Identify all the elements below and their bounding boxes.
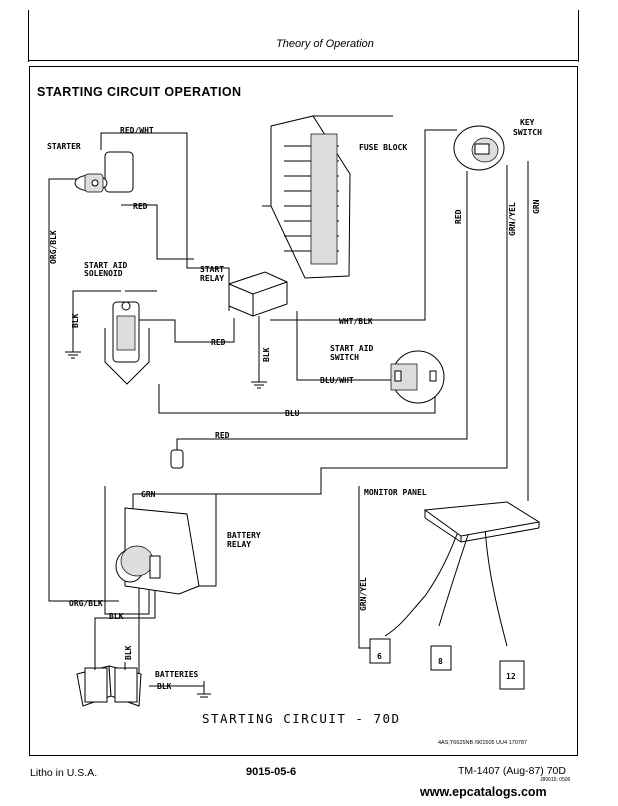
label-blu-wht: BLU/WHT <box>320 376 354 385</box>
monitor-plug-12 <box>499 660 525 690</box>
battery-relay <box>115 507 200 595</box>
label-org-blk-bottom: ORG/BLK <box>69 599 103 608</box>
label-red-relay: RED <box>211 338 226 347</box>
wire-red-key <box>176 171 468 451</box>
label-start-aid-switch-2: SWITCH <box>330 353 359 362</box>
label-start-relay-2: RELAY <box>200 274 224 283</box>
key-switch <box>453 125 505 171</box>
footer-left: Litho in U.S.A. <box>30 767 98 779</box>
section-title: STARTING CIRCUIT OPERATION <box>37 85 242 99</box>
inline-connector <box>170 449 184 469</box>
diagram-caption: STARTING CIRCUIT - 70D <box>202 711 401 726</box>
label-start-relay-1: START <box>200 265 224 274</box>
wire-blu-wht <box>296 311 394 381</box>
label-red-top: RED <box>215 431 230 440</box>
wire-blk-solenoid <box>72 290 121 346</box>
label-plug-8: 8 <box>438 657 443 666</box>
figure-frame <box>29 66 578 756</box>
label-org-blk-left: ORG/BLK <box>49 230 58 264</box>
monitor-plug-6 <box>369 638 391 664</box>
wiring <box>48 115 529 687</box>
start-aid-switch <box>390 350 445 404</box>
label-start-aid-1: START AID <box>84 261 128 270</box>
starting-circuit-diagram: RED/WHT STARTER RED FUSE BLOCK KEY SWITC… <box>47 115 542 726</box>
wire-monitor-6 <box>358 486 389 649</box>
label-plug-12: 12 <box>506 672 516 681</box>
label-starter: STARTER <box>47 142 81 151</box>
header-rule <box>28 60 579 61</box>
label-plug-6: 6 <box>377 652 382 661</box>
label-wht-blk: WHT/BLK <box>339 317 373 326</box>
ground-symbol-batteries <box>197 681 211 698</box>
label-blu: BLU <box>285 409 300 418</box>
wire-blk-bottom <box>94 586 156 666</box>
footer-page-number: 9015-05-6 <box>246 766 297 778</box>
wire-red-starter <box>121 204 194 260</box>
header-title: Theory of Operation <box>276 38 374 50</box>
watermark: www.epcatalogs.com <box>420 785 547 799</box>
footer-code: J89015; 0506 <box>540 777 571 783</box>
monitor-plug-8 <box>430 645 452 671</box>
label-key-2: SWITCH <box>513 128 542 137</box>
fuse-block <box>270 115 351 279</box>
header-left-border <box>28 10 29 62</box>
harness-6 <box>384 523 462 637</box>
label-blk-batteries: BLK <box>157 682 172 691</box>
figure-code: 4AS;T6625NB /901505 UU4 170787 <box>438 740 527 746</box>
label-red-starter: RED <box>133 202 148 211</box>
start-aid-solenoid <box>104 301 150 385</box>
label-start-aid-2: SOLENOID <box>84 269 123 278</box>
harness-8 <box>438 525 472 627</box>
label-grn-battery: GRN <box>141 490 156 499</box>
wire-red-wht <box>100 132 230 311</box>
label-red-key: RED <box>454 209 463 224</box>
harness-12 <box>484 527 508 647</box>
label-blk-bottom: BLK <box>109 612 124 621</box>
label-blk-relay: BLK <box>262 347 271 362</box>
label-red-wht: RED/WHT <box>120 126 154 135</box>
ground-symbol-solenoid <box>65 346 81 359</box>
wire-wht-blk <box>270 129 457 321</box>
label-grn-yel-monitor: GRN/YEL <box>359 577 368 611</box>
start-relay <box>228 271 288 317</box>
label-grn-yel-key: GRN/YEL <box>508 202 517 236</box>
monitor-panel <box>423 501 541 543</box>
label-grn-key: GRN <box>532 199 541 214</box>
label-battery-relay-1: BATTERY <box>227 531 261 540</box>
wire-red-relay <box>133 318 235 343</box>
label-key-1: KEY <box>520 118 535 127</box>
starter-motor <box>74 151 134 193</box>
label-fuse-block: FUSE BLOCK <box>359 143 407 152</box>
wire-blu <box>158 384 436 414</box>
label-blk-vertical: BLK <box>124 645 133 660</box>
wire-grn-yel-key <box>132 165 508 514</box>
label-battery-relay-2: RELAY <box>227 540 251 549</box>
header-right-border <box>578 10 579 62</box>
wire-org-blk-bottom <box>104 486 150 615</box>
label-batteries: BATTERIES <box>155 670 199 679</box>
footer-right: TM-1407 (Aug-87) 70D <box>458 765 566 777</box>
label-monitor-panel: MONITOR PANEL <box>364 488 427 497</box>
label-blk-solenoid: BLK <box>71 313 80 328</box>
ground-symbol-relay <box>251 376 267 389</box>
label-start-aid-switch-1: START AID <box>330 344 374 353</box>
batteries <box>76 662 142 707</box>
wire-org-blk-left <box>48 178 119 602</box>
